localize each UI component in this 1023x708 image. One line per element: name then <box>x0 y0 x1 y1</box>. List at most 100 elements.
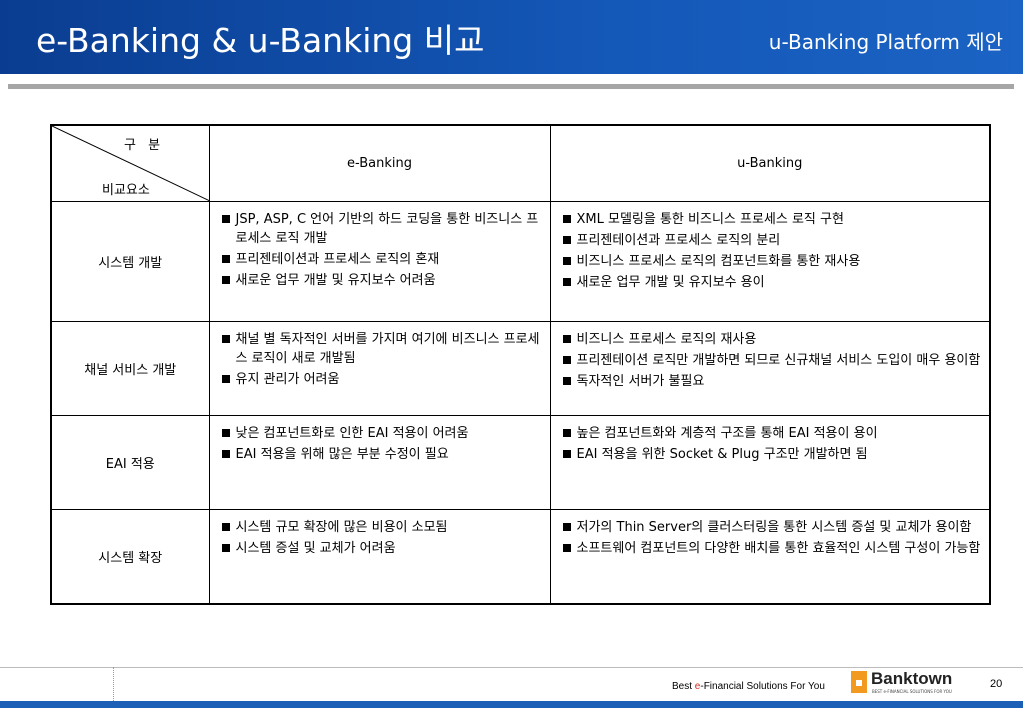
bullet-square-icon <box>221 375 230 383</box>
list-item: EAI 적용을 위해 많은 부분 수정이 필요 <box>221 445 544 464</box>
banktown-logo: Banktown BEST e-FINANCIAL SOLUTIONS FOR … <box>851 669 961 697</box>
list-item-text: 프리젠테이션과 프로세스 로직의 혼재 <box>235 252 440 267</box>
bullet-square-icon <box>221 335 230 343</box>
bullet-square-icon <box>221 523 230 531</box>
list-item-text: EAI 적용을 위해 많은 부분 수정이 필요 <box>235 447 449 462</box>
corner-label-top: 구 분 <box>124 138 165 153</box>
list-item-text: 새로운 업무 개발 및 유지보수 용이 <box>576 275 765 290</box>
list-item-text: 저가의 Thin Server의 클러스터링을 통한 시스템 증설 및 교체가 … <box>576 520 972 535</box>
row-category: 시스템 개발 <box>50 201 210 322</box>
list-item: JSP, ASP, C 언어 기반의 하드 코딩을 통한 비즈니스 프로세스 로… <box>221 210 544 248</box>
bullet-square-icon <box>562 278 571 286</box>
row-category: 시스템 확장 <box>50 509 210 604</box>
list-item-text: 시스템 규모 확장에 많은 비용이 소모됨 <box>235 520 448 535</box>
list-item-text: 새로운 업무 개발 및 유지보수 어려움 <box>235 273 436 288</box>
bullet-square-icon <box>562 377 571 385</box>
list-item: 채널 별 독자적인 서버를 가지며 여기에 비즈니스 프로세스 로직이 새로 개… <box>221 330 544 368</box>
bullet-square-icon <box>562 356 571 364</box>
slogan-suffix: -Financial Solutions For You <box>700 681 825 692</box>
col-header-ebanking: e-Banking <box>208 124 551 202</box>
table-header-row: 구 분 비교요소 e-Banking u-Banking <box>50 124 991 202</box>
corner-label-bottom: 비교요소 <box>102 183 150 198</box>
logo-name: Banktown <box>871 669 953 688</box>
cell-ubanking: 저가의 Thin Server의 클러스터링을 통한 시스템 증설 및 교체가 … <box>549 509 991 604</box>
list-item: 새로운 업무 개발 및 유지보수 어려움 <box>221 271 544 290</box>
list-item-text: EAI 적용을 위한 Socket & Plug 구조만 개발하면 됨 <box>576 447 868 462</box>
list-item-text: 프리젠테이션과 프로세스 로직의 분리 <box>576 233 781 248</box>
bullet-square-icon <box>221 255 230 263</box>
bullet-square-icon <box>562 335 571 343</box>
list-item: 비즈니스 프로세스 로직의 컴포넌트화를 통한 재사용 <box>562 252 984 271</box>
list-item: 독자적인 서버가 불필요 <box>562 372 984 391</box>
cell-ubanking: 높은 컴포넌트화와 계층적 구조를 통해 EAI 적용이 용이 EAI 적용을 위… <box>549 415 991 510</box>
list-item-text: 소프트웨어 컴포넌트의 다양한 배치를 통한 효율적인 시스템 구성이 가능함 <box>576 541 981 556</box>
list-item: 시스템 규모 확장에 많은 비용이 소모됨 <box>221 518 544 537</box>
list-item: 저가의 Thin Server의 클러스터링을 통한 시스템 증설 및 교체가 … <box>562 518 984 537</box>
table-row: 시스템 개발 JSP, ASP, C 언어 기반의 하드 코딩을 통한 비즈니스 … <box>50 201 991 322</box>
bullet-square-icon <box>221 544 230 552</box>
page-subtitle: u-Banking Platform 제안 <box>768 30 1003 54</box>
footer-divider <box>0 667 1023 668</box>
list-item: 소프트웨어 컴포넌트의 다양한 배치를 통한 효율적인 시스템 구성이 가능함 <box>562 539 984 558</box>
bullet-square-icon <box>221 429 230 437</box>
corner-cell: 구 분 비교요소 <box>50 124 210 202</box>
header-banner: e-Banking & u-Banking 비교 u-Banking Platf… <box>0 0 1023 74</box>
list-item-text: JSP, ASP, C 언어 기반의 하드 코딩을 통한 비즈니스 프로세스 로… <box>235 212 539 246</box>
cell-ebanking: 채널 별 독자적인 서버를 가지며 여기에 비즈니스 프로세스 로직이 새로 개… <box>208 321 551 416</box>
slogan-e: e <box>694 681 701 692</box>
list-item: 새로운 업무 개발 및 유지보수 용이 <box>562 273 984 292</box>
footer-vertical-divider <box>113 667 115 703</box>
bullet-square-icon <box>562 450 571 458</box>
bullet-square-icon <box>562 544 571 552</box>
list-item-text: 낮은 컴포넌트화로 인한 EAI 적용이 어려움 <box>235 426 469 441</box>
list-item-text: 유지 관리가 어려움 <box>235 372 340 387</box>
list-item-text: 높은 컴포넌트화와 계층적 구조를 통해 EAI 적용이 용이 <box>576 426 878 441</box>
row-category: EAI 적용 <box>50 415 210 510</box>
table-row: 채널 서비스 개발 채널 별 독자적인 서버를 가지며 여기에 비즈니스 프로세스… <box>50 321 991 416</box>
bullet-square-icon <box>221 276 230 284</box>
diagonal-line <box>52 126 210 201</box>
bullet-square-icon <box>221 215 230 223</box>
bullet-list: 높은 컴포넌트화와 계층적 구조를 통해 EAI 적용이 용이 EAI 적용을 위… <box>551 416 990 470</box>
list-item-text: 비즈니스 프로세스 로직의 재사용 <box>576 332 757 347</box>
list-item-text: 시스템 증설 및 교체가 어려움 <box>235 541 396 556</box>
table-row: EAI 적용 낮은 컴포넌트화로 인한 EAI 적용이 어려움 EAI 적용을 위해… <box>50 415 991 510</box>
list-item: XML 모델링을 통한 비즈니스 프로세스 로직 구현 <box>562 210 984 229</box>
bullet-list: JSP, ASP, C 언어 기반의 하드 코딩을 통한 비즈니스 프로세스 로… <box>210 202 550 296</box>
list-item: 프리젠테이션 로직만 개발하면 되므로 신규채널 서비스 도입이 매우 용이함 <box>562 351 984 370</box>
bullet-list: 저가의 Thin Server의 클러스터링을 통한 시스템 증설 및 교체가 … <box>551 510 990 564</box>
header-divider <box>8 84 1014 89</box>
list-item: EAI 적용을 위한 Socket & Plug 구조만 개발하면 됨 <box>562 445 984 464</box>
bullet-list: 낮은 컴포넌트화로 인한 EAI 적용이 어려움 EAI 적용을 위해 많은 부분… <box>210 416 550 470</box>
page-number: 20 <box>990 678 1003 690</box>
list-item: 프리젠테이션과 프로세스 로직의 분리 <box>562 231 984 250</box>
logo-tagline: BEST e-FINANCIAL SOLUTIONS FOR YOU <box>872 689 952 694</box>
bullet-square-icon <box>562 236 571 244</box>
page-title: e-Banking & u-Banking 비교 <box>36 21 485 60</box>
bullet-square-icon <box>562 429 571 437</box>
list-item-text: 독자적인 서버가 불필요 <box>576 374 705 389</box>
logo-mark-icon <box>851 671 867 693</box>
bullet-square-icon <box>562 523 571 531</box>
list-item: 비즈니스 프로세스 로직의 재사용 <box>562 330 984 349</box>
list-item: 프리젠테이션과 프로세스 로직의 혼재 <box>221 250 544 269</box>
list-item-text: XML 모델링을 통한 비즈니스 프로세스 로직 구현 <box>576 212 844 227</box>
bullet-square-icon <box>562 215 571 223</box>
list-item-text: 채널 별 독자적인 서버를 가지며 여기에 비즈니스 프로세스 로직이 새로 개… <box>235 332 540 366</box>
bullet-square-icon <box>562 257 571 265</box>
bullet-list: 채널 별 독자적인 서버를 가지며 여기에 비즈니스 프로세스 로직이 새로 개… <box>210 322 550 395</box>
col-header-ubanking: u-Banking <box>549 124 991 202</box>
row-category: 채널 서비스 개발 <box>50 321 210 416</box>
list-item: 시스템 증설 및 교체가 어려움 <box>221 539 544 558</box>
slogan-prefix: Best <box>672 681 695 692</box>
footer-bar <box>0 701 1023 708</box>
cell-ebanking: JSP, ASP, C 언어 기반의 하드 코딩을 통한 비즈니스 프로세스 로… <box>208 201 551 322</box>
list-item-text: 프리젠테이션 로직만 개발하면 되므로 신규채널 서비스 도입이 매우 용이함 <box>576 353 981 368</box>
